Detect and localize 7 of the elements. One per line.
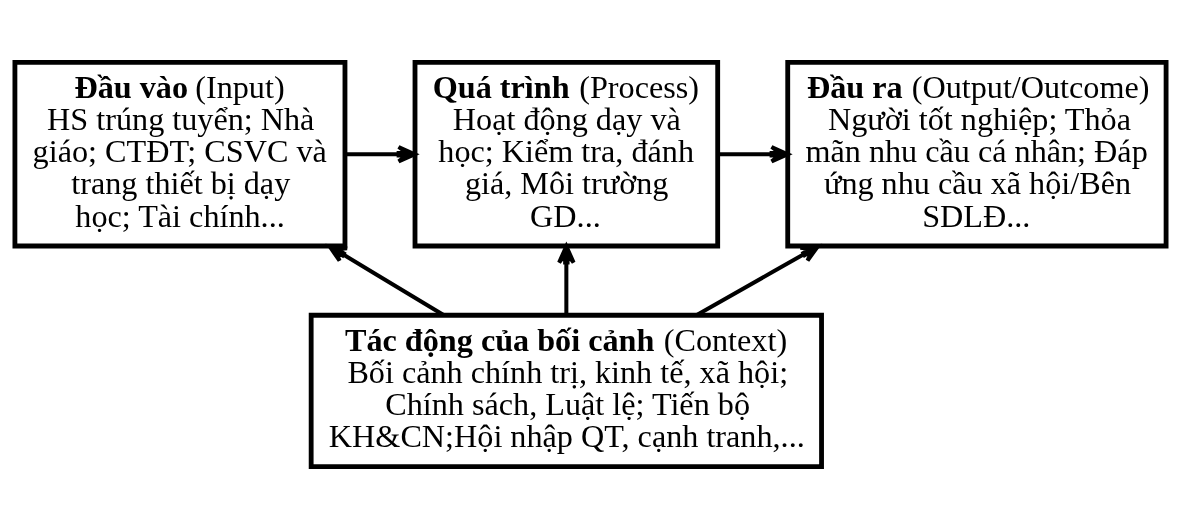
arrow bbox=[345, 144, 417, 163]
node-box: Quá trình (Process) Hoạt động dạy và học; Kiểm tra, đánh giá, Môi trường GD... bbox=[412, 59, 721, 248]
node-box: Đầu ra (Output/Outcome) Người tốt nghiệp; Thỏa mãn nhu cầu cá nhân; Đáp ứng nhu cầu xã hội/Bên SDLĐ... bbox=[785, 59, 1169, 248]
arrow bbox=[557, 243, 576, 315]
arrow bbox=[717, 144, 790, 163]
node-box: Đầu vào (Input) HS trúng tuyển; Nhà giáo; CTĐT; CSVC và trang thiết bị dạy học; Tài chính... bbox=[12, 59, 348, 248]
node-box: Tác động của bối cảnh (Context) Bối cảnh chính trị, kinh tế, xã hội; Chính sách, Luật lệ; Tiến bộ KH&CN;Hội nhập QT, cạnh tranh,... bbox=[308, 312, 824, 469]
